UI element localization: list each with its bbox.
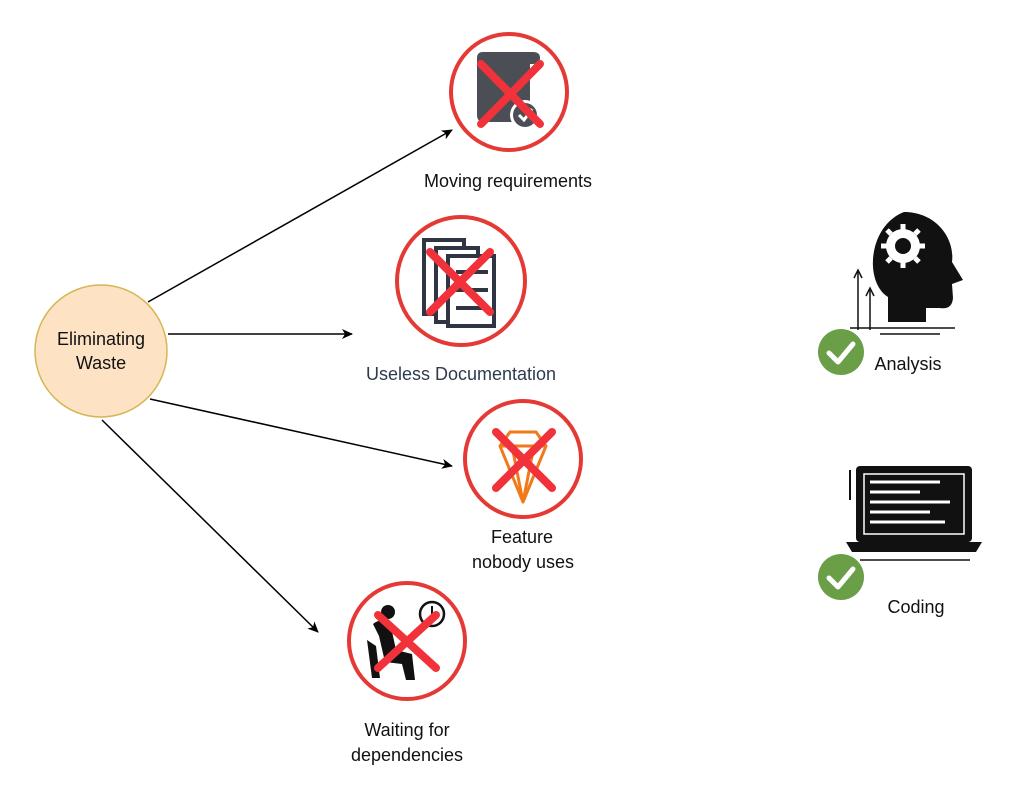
waste-item-feature-nobody-uses: Feature nobody uses	[463, 399, 583, 572]
check-badge-icon	[818, 329, 864, 375]
head-gear-icon	[850, 212, 963, 335]
waste-label-waiting-line1: Waiting for	[364, 720, 449, 740]
waste-item-waiting-for-dependencies: Waiting for dependencies	[347, 581, 467, 765]
approved-label-analysis: Analysis	[874, 354, 941, 374]
waste-item-moving-requirements: Moving requirements	[424, 32, 592, 191]
approved-item-coding: Coding	[818, 466, 982, 617]
laptop-code-icon	[846, 466, 982, 561]
arrow-to-waiting-for-dependencies	[101, 419, 319, 633]
center-node: Eliminating Waste	[34, 284, 168, 418]
waste-label-feature-line2: nobody uses	[472, 552, 574, 572]
center-label-line2: Waste	[76, 353, 126, 373]
connectors	[101, 129, 453, 633]
waste-label-useless-documentation: Useless Documentation	[366, 364, 556, 384]
approved-item-analysis: Analysis	[818, 212, 963, 375]
waste-item-useless-documentation: Useless Documentation	[366, 215, 556, 384]
cross-icon	[477, 60, 544, 128]
cross-icon	[374, 611, 440, 672]
check-badge-icon	[818, 554, 864, 600]
waste-label-waiting-line2: dependencies	[351, 745, 463, 765]
arrow-to-feature-nobody-uses	[149, 398, 453, 469]
arrow-to-moving-requirements	[147, 129, 453, 303]
approved-label-coding: Coding	[887, 597, 944, 617]
waste-label-moving-requirements: Moving requirements	[424, 171, 592, 191]
waste-label-feature-line1: Feature	[491, 527, 553, 547]
center-label-line1: Eliminating	[57, 329, 145, 349]
cross-icon	[492, 428, 556, 492]
cross-icon	[426, 248, 494, 316]
